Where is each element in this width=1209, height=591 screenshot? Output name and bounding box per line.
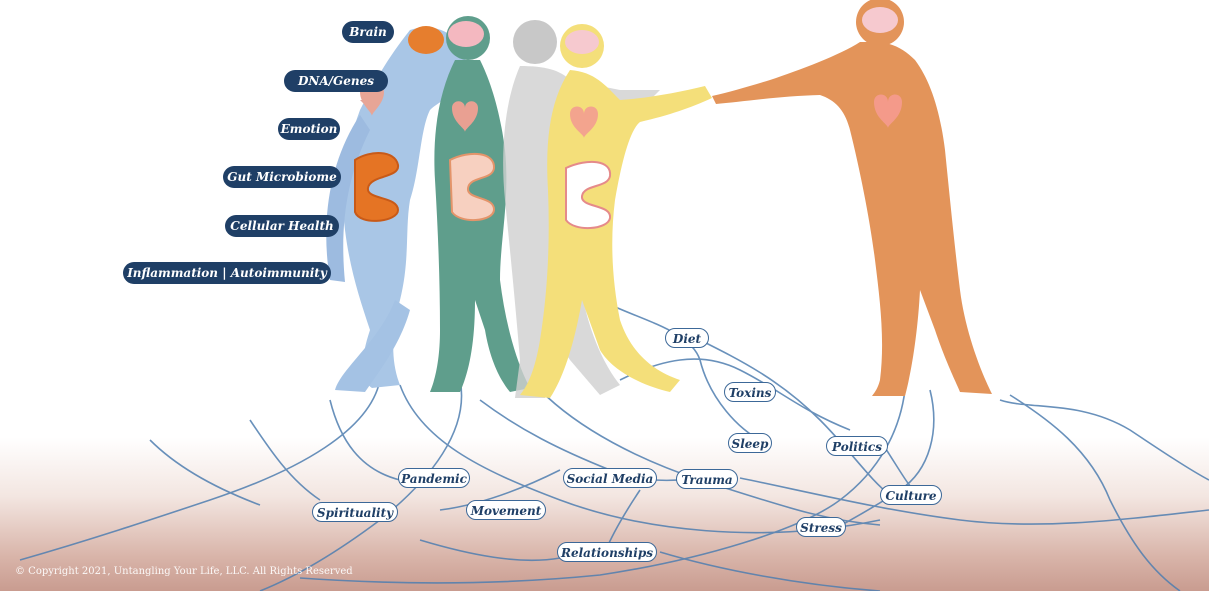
label-brain: Brain xyxy=(342,21,394,43)
label-spirituality: Spirituality xyxy=(312,502,398,522)
figure-orange xyxy=(712,0,992,396)
label-dna-genes: DNA/Genes xyxy=(284,70,388,92)
label-stress: Stress xyxy=(796,517,846,537)
label-relationships: Relationships xyxy=(557,542,657,562)
label-social-media: Social Media xyxy=(563,468,657,488)
label-toxins: Toxins xyxy=(724,382,776,402)
label-sleep: Sleep xyxy=(728,433,772,453)
label-inflammation-autoimmunity: Inflammation | Autoimmunity xyxy=(123,262,331,284)
label-trauma: Trauma xyxy=(676,469,738,489)
label-cellular-health: Cellular Health xyxy=(225,215,339,237)
label-politics: Politics xyxy=(826,436,888,456)
label-movement: Movement xyxy=(466,500,546,520)
label-pandemic: Pandemic xyxy=(398,468,470,488)
label-emotion: Emotion xyxy=(278,118,340,140)
label-diet: Diet xyxy=(665,328,709,348)
label-gut-microbiome: Gut Microbiome xyxy=(223,166,341,188)
label-culture: Culture xyxy=(880,485,942,505)
copyright-notice: © Copyright 2021, Untangling Your Life, … xyxy=(15,566,353,577)
